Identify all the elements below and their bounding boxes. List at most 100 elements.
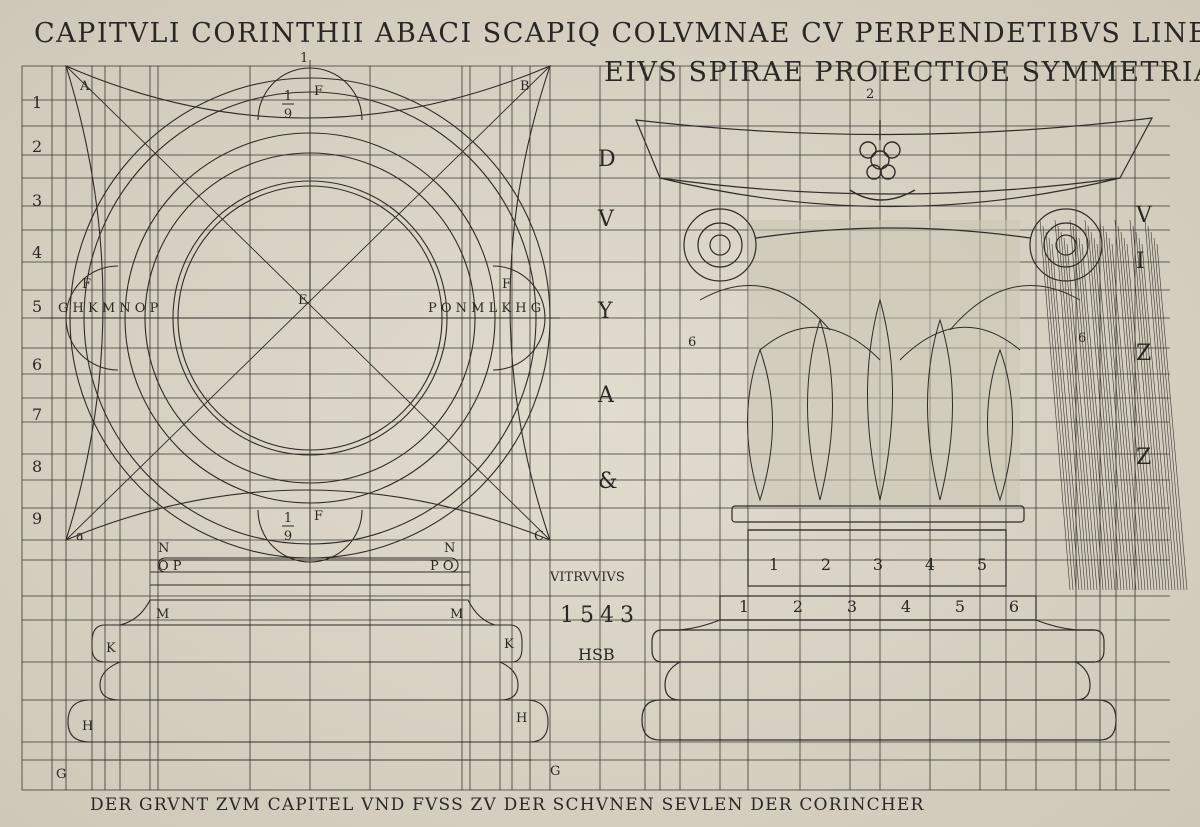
hatch-line — [1126, 243, 1158, 591]
hatch-line — [1054, 219, 1086, 591]
base-module-number: 4 — [901, 597, 911, 616]
abacus-corner-label: N — [444, 541, 455, 556]
vitruvius-inscription: VITRVVIVS — [549, 570, 625, 585]
hatch-line — [1060, 231, 1092, 591]
plan-f-label: F — [502, 277, 511, 292]
fraction-denominator: 9 — [284, 529, 292, 544]
hatch-line — [1117, 225, 1149, 591]
hatch-line — [1111, 243, 1143, 591]
hatch-line — [1045, 231, 1077, 591]
capital-module-number: 2 — [821, 555, 831, 574]
base-letter-label: K — [504, 637, 514, 652]
right-column-letter: Z — [1136, 341, 1151, 366]
corinthian-capital — [635, 117, 1154, 587]
base-module-number: 2 — [793, 597, 803, 616]
shading-hatch — [1039, 219, 1188, 591]
base-letter-label: G — [56, 767, 66, 782]
hatch-line — [1135, 231, 1167, 591]
hatch-line — [1105, 231, 1137, 591]
plan-row-right: P O N M L K H G — [428, 301, 541, 316]
hatch-line — [1096, 243, 1128, 591]
plan-corner-label: A — [79, 79, 90, 94]
right-column-letter: V — [1135, 203, 1153, 228]
hatch-line — [1114, 219, 1146, 591]
base-letter-label: G — [550, 764, 560, 779]
hatch-line — [1132, 225, 1164, 591]
fraction-numerator: 1 — [284, 89, 292, 104]
hatch-line — [1108, 237, 1140, 591]
base-module-number: 5 — [955, 597, 965, 616]
plan-center-label: E — [298, 293, 308, 308]
fraction-denominator: 9 — [284, 107, 292, 122]
hatch-line — [1120, 231, 1152, 591]
plan-f-label: F — [82, 277, 91, 292]
hatch-line — [1063, 237, 1095, 591]
left-scale-number: 2 — [32, 137, 42, 156]
plate-footer: DER GRVNT ZVM CAPITEL VND FVSS ZV DER SC… — [90, 795, 925, 815]
right-column-letter: I — [1136, 249, 1145, 274]
plan-corner-label: C — [534, 529, 544, 544]
capital-module-number: 4 — [925, 555, 935, 574]
base-module-number: 1 — [739, 597, 749, 616]
hatch-line — [1150, 231, 1182, 591]
hatch-line — [1078, 237, 1110, 591]
hatch-line — [1066, 243, 1098, 591]
abacus-corner-label: O P — [158, 559, 182, 574]
capital-module-number: 1 — [769, 555, 779, 574]
hatch-line — [1093, 237, 1125, 591]
abacus-corner-label: N — [158, 541, 169, 556]
fraction-numerator: 1 — [284, 511, 292, 526]
plan-row-left: G H K M N O P — [58, 301, 159, 316]
left-scale-number: 8 — [32, 457, 42, 476]
plan-corner-label: B — [520, 79, 530, 94]
hatch-line — [1081, 243, 1113, 591]
hatch-line — [1138, 237, 1170, 591]
capital-module-number: 5 — [977, 555, 987, 574]
plate-title-line-1: CAPITVLI CORINTHII ABACI SCAPIQ COLVMNAE… — [34, 18, 1200, 49]
side-mark: 6 — [1078, 331, 1086, 346]
base-module-number: 6 — [1009, 597, 1019, 616]
hatch-line — [1084, 219, 1116, 591]
base-letter-label: H — [516, 711, 527, 726]
hatch-line — [1042, 225, 1074, 591]
hatch-line — [1075, 231, 1107, 591]
side-mark: 6 — [688, 335, 696, 350]
middle-column-letter: D — [598, 147, 616, 172]
hatch-line — [1147, 225, 1179, 591]
base-profile — [67, 599, 549, 761]
hatch-line — [1102, 225, 1134, 591]
plan-f-label: F — [314, 84, 323, 99]
right-column-letter: Z — [1136, 445, 1151, 470]
hatch-line — [1090, 231, 1122, 591]
hatch-line — [1069, 219, 1101, 591]
plate-title-line-2: EIVS SPIRAE PROIECTIOE SYMMETRIA. — [604, 57, 1200, 88]
hatch-line — [1039, 219, 1071, 591]
base-letter-label: K — [106, 641, 116, 656]
top-mark: 2 — [866, 87, 874, 102]
left-scale-number: 4 — [32, 243, 42, 262]
hatch-line — [1087, 225, 1119, 591]
monogram: HSB — [578, 645, 615, 664]
left-scale-number: 6 — [32, 355, 42, 374]
plan-corner-label: a — [76, 529, 84, 544]
left-scale-number: 7 — [32, 405, 42, 424]
hatch-line — [1156, 243, 1188, 591]
left-scale-number: 3 — [32, 191, 42, 210]
column-base — [641, 595, 1117, 741]
middle-column-letter: Y — [597, 299, 613, 324]
base-letter-label: M — [156, 607, 169, 622]
abacus-plan — [40, 60, 560, 586]
base-letter-label: M — [450, 607, 463, 622]
hatch-line — [1153, 237, 1185, 591]
middle-column-letter: & — [598, 469, 618, 494]
base-module-number: 3 — [847, 597, 857, 616]
hatch-line — [1141, 243, 1173, 591]
capital-module-number: 3 — [873, 555, 883, 574]
hatch-line — [1144, 219, 1176, 591]
hatch-line — [1048, 237, 1080, 591]
date-inscription: 1543 — [560, 603, 640, 628]
middle-column-letter: V — [597, 207, 615, 232]
hatch-line — [1123, 237, 1155, 591]
hatch-line — [1129, 219, 1161, 591]
